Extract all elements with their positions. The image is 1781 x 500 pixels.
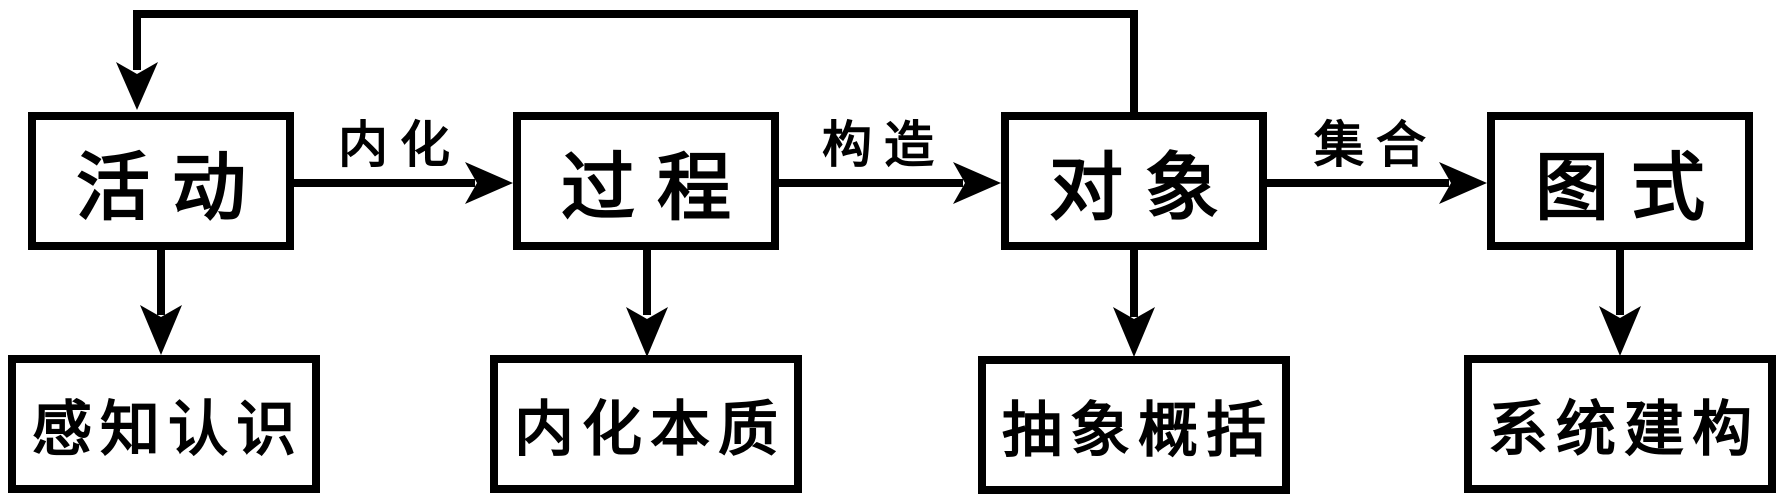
- feedback-line-object-to-activity: [133, 10, 1138, 116]
- node-abstract-generalization-label: 抽象概括: [1002, 395, 1274, 466]
- node-system-construction-label: 系统建构: [1488, 394, 1760, 465]
- arrowhead-down-icon: [1113, 307, 1155, 357]
- node-abstract-generalization: 抽象概括: [978, 356, 1290, 494]
- node-internalize-essence: 内化本质: [490, 355, 802, 493]
- node-activity-label: 活动: [76, 144, 268, 231]
- feedback-arrowhead-down-icon: [116, 62, 158, 110]
- arrowhead-right-icon: [953, 162, 1001, 204]
- node-process: 过程: [513, 112, 779, 250]
- arrowhead-down-icon: [140, 305, 182, 355]
- node-process-label: 过程: [561, 144, 753, 231]
- edge-label-construction: 构造: [822, 115, 946, 174]
- node-schema-label: 图式: [1535, 144, 1727, 231]
- node-object: 对象: [1001, 112, 1267, 250]
- arrowhead-down-icon: [1599, 306, 1641, 356]
- arrowhead-down-icon: [626, 307, 668, 357]
- node-object-label: 对象: [1049, 144, 1241, 231]
- edge-label-internalization: 内化: [338, 115, 462, 174]
- arrowhead-right-icon: [1439, 162, 1487, 204]
- node-activity: 活动: [28, 112, 294, 250]
- node-system-construction: 系统建构: [1464, 355, 1776, 493]
- node-perceptual-cognition-label: 感知认识: [32, 394, 304, 465]
- arrowhead-right-icon: [465, 162, 513, 204]
- edge-label-collection: 集合: [1314, 115, 1438, 174]
- node-internalize-essence-label: 内化本质: [514, 394, 786, 465]
- node-perceptual-cognition: 感知认识: [8, 355, 320, 493]
- node-schema: 图式: [1487, 112, 1753, 250]
